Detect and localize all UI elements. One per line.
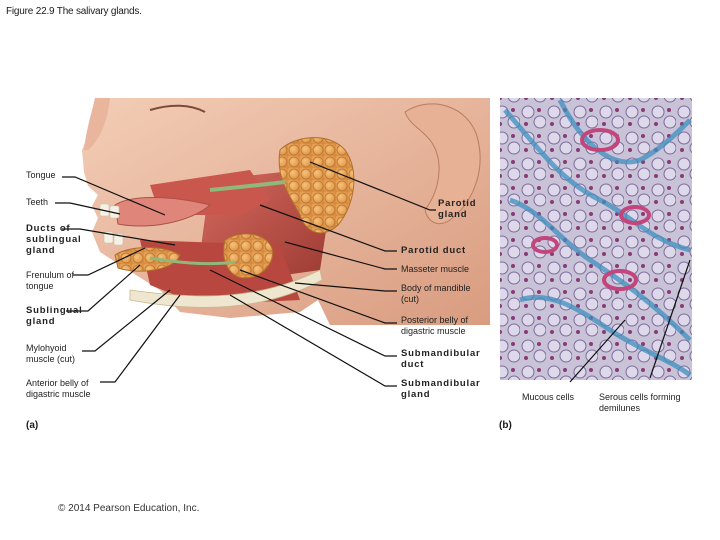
- label-teeth: Teeth: [26, 197, 48, 208]
- label-masseter-muscle: Masseter muscle: [401, 264, 469, 275]
- label-mylohyoid-muscle: Mylohyoid muscle (cut): [26, 343, 86, 365]
- label-mucous-cells: Mucous cells: [522, 392, 574, 403]
- label-body-of-mandible: Body of mandible (cut): [401, 283, 486, 305]
- copyright-notice: © 2014 Pearson Education, Inc.: [58, 502, 208, 516]
- panel-letter-b: (b): [499, 420, 512, 431]
- label-ducts-of-sublingual-gland: Ducts of sublingual gland: [26, 223, 96, 256]
- label-submandibular-gland: Submandibular gland: [401, 378, 501, 400]
- label-parotid-gland: Parotid gland: [438, 198, 488, 220]
- label-anterior-belly-digastric: Anterior belly of digastric muscle: [26, 378, 106, 400]
- label-sublingual-gland: Sublingual gland: [26, 305, 91, 327]
- label-tongue: Tongue: [26, 170, 56, 181]
- label-parotid-duct: Parotid duct: [401, 245, 466, 256]
- label-frenulum-of-tongue: Frenulum of tongue: [26, 270, 81, 292]
- label-submandibular-duct: Submandibular duct: [401, 348, 501, 370]
- label-serous-cells: Serous cells forming demilunes: [599, 392, 694, 414]
- panel-letter-a: (a): [26, 420, 38, 431]
- label-posterior-belly-digastric: Posterior belly of digastric muscle: [401, 315, 486, 337]
